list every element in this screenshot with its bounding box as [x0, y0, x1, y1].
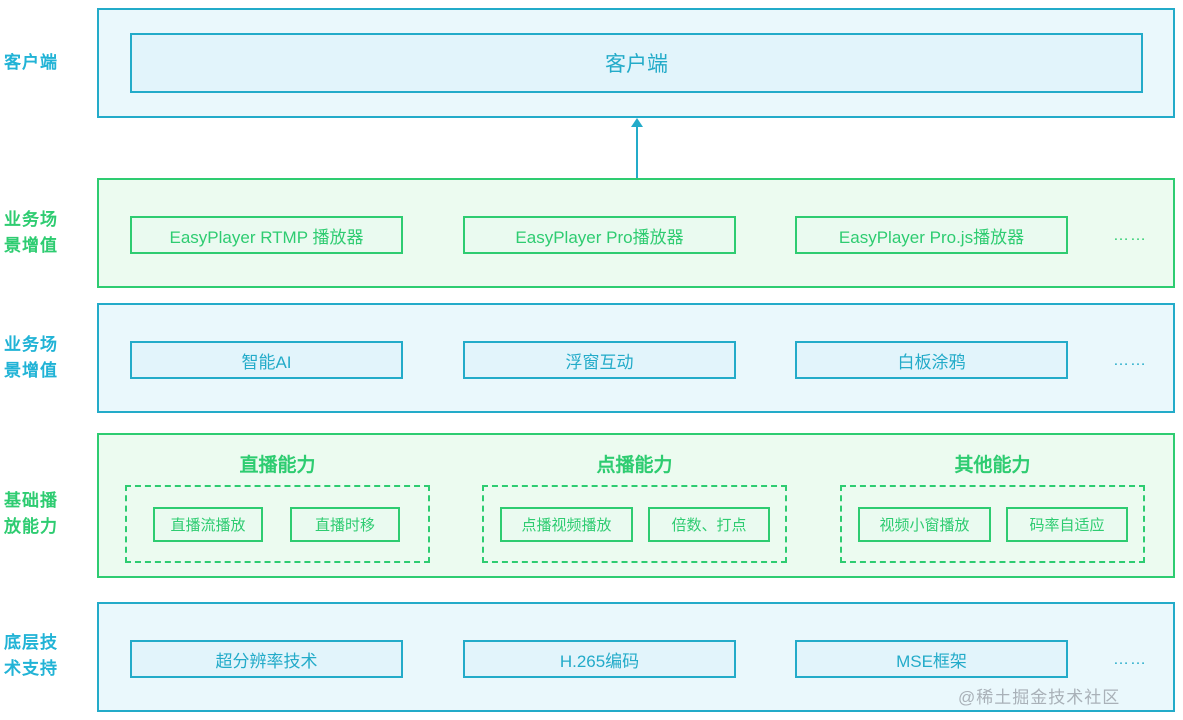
- group-title-vod: 点播能力: [596, 455, 673, 476]
- chip-floating-window[interactable]: 浮窗互动: [463, 341, 736, 379]
- connector-line: [636, 126, 638, 178]
- chip-adaptive-bitrate[interactable]: 码率自适应: [1006, 507, 1128, 542]
- row-label-line2: 术支持: [4, 659, 58, 678]
- connector-arrow-icon: [631, 118, 643, 127]
- chip-smart-ai[interactable]: 智能AI: [130, 341, 403, 379]
- chip-live-stream-playback[interactable]: 直播流播放: [153, 507, 263, 542]
- chip-mse-framework[interactable]: MSE框架: [795, 640, 1068, 678]
- row-label-line1: 基础播: [4, 491, 58, 510]
- row-label-underlying-tech: 底层技 术支持: [0, 630, 92, 682]
- row-label-basic-playback: 基础播 放能力: [0, 488, 92, 540]
- ellipsis-underlying-tech: ……: [1113, 651, 1147, 668]
- chip-whiteboard[interactable]: 白板涂鸦: [795, 341, 1068, 379]
- row-label-business-features: 业务场 景增值: [0, 332, 92, 384]
- chip-easyplayer-pro-js[interactable]: EasyPlayer Pro.js播放器: [795, 216, 1068, 254]
- group-box-live: [125, 485, 430, 563]
- chip-easyplayer-pro[interactable]: EasyPlayer Pro播放器: [463, 216, 736, 254]
- band-basic-playback: [97, 433, 1175, 578]
- group-title-other: 其他能力: [954, 455, 1031, 476]
- watermark: @稀土掘金技术社区: [958, 688, 1121, 707]
- chip-speed-and-marker[interactable]: 倍数、打点: [648, 507, 770, 542]
- ellipsis-business-features: ……: [1113, 352, 1147, 369]
- chip-video-mini-window[interactable]: 视频小窗播放: [858, 507, 991, 542]
- chip-h265-encoding[interactable]: H.265编码: [463, 640, 736, 678]
- group-box-vod: [482, 485, 787, 563]
- group-box-other: [840, 485, 1145, 563]
- chip-live-time-shift[interactable]: 直播时移: [290, 507, 400, 542]
- row-label-line2: 放能力: [4, 517, 58, 536]
- chip-easyplayer-rtmp[interactable]: EasyPlayer RTMP 播放器: [130, 216, 403, 254]
- row-label-line2: 景增值: [4, 361, 58, 380]
- chip-super-resolution[interactable]: 超分辨率技术: [130, 640, 403, 678]
- chip-vod-video-playback[interactable]: 点播视频播放: [500, 507, 633, 542]
- row-label-client: 客户端: [4, 53, 58, 72]
- row-label-line1: 底层技: [4, 633, 58, 652]
- row-label-line2: 景增值: [4, 236, 58, 255]
- row-label-line1: 业务场: [4, 335, 58, 354]
- chip-client[interactable]: 客户端: [130, 33, 1143, 93]
- ellipsis-business-players: ……: [1113, 227, 1147, 244]
- row-label-line1: 业务场: [4, 210, 58, 229]
- row-label-business-players: 业务场 景增值: [0, 207, 92, 259]
- group-title-live: 直播能力: [239, 455, 316, 476]
